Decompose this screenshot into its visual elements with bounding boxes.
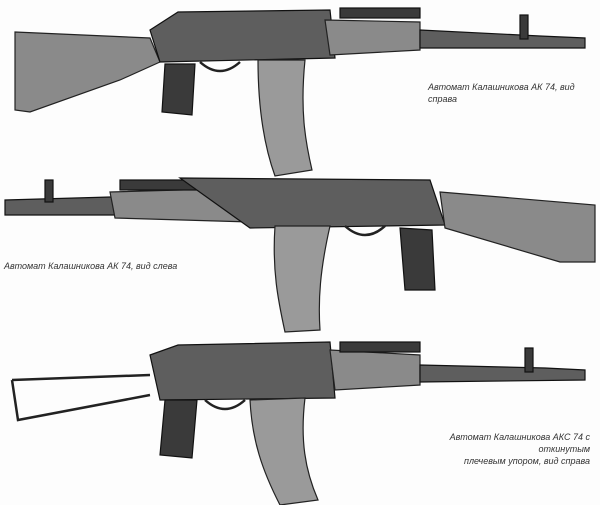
- caption-ak74-right: Автомат Калашникова АК 74, вид справа: [428, 82, 575, 104]
- rifle-ak74-left-illustration: [4, 177, 596, 333]
- rifle-aks74-right-illustration: [10, 341, 586, 505]
- rifle-ak74-right-illustration: [14, 7, 586, 177]
- caption-aks74-right: Автомат Калашникова АКС 74 с откинутым п…: [410, 431, 590, 467]
- caption-line-2: плечевым упором, вид справа: [464, 456, 590, 466]
- caption-ak74-left: Автомат Калашникова АК 74, вид слева: [4, 261, 178, 271]
- caption-line-1: Автомат Калашникова АКС 74 с откинутым: [449, 432, 590, 454]
